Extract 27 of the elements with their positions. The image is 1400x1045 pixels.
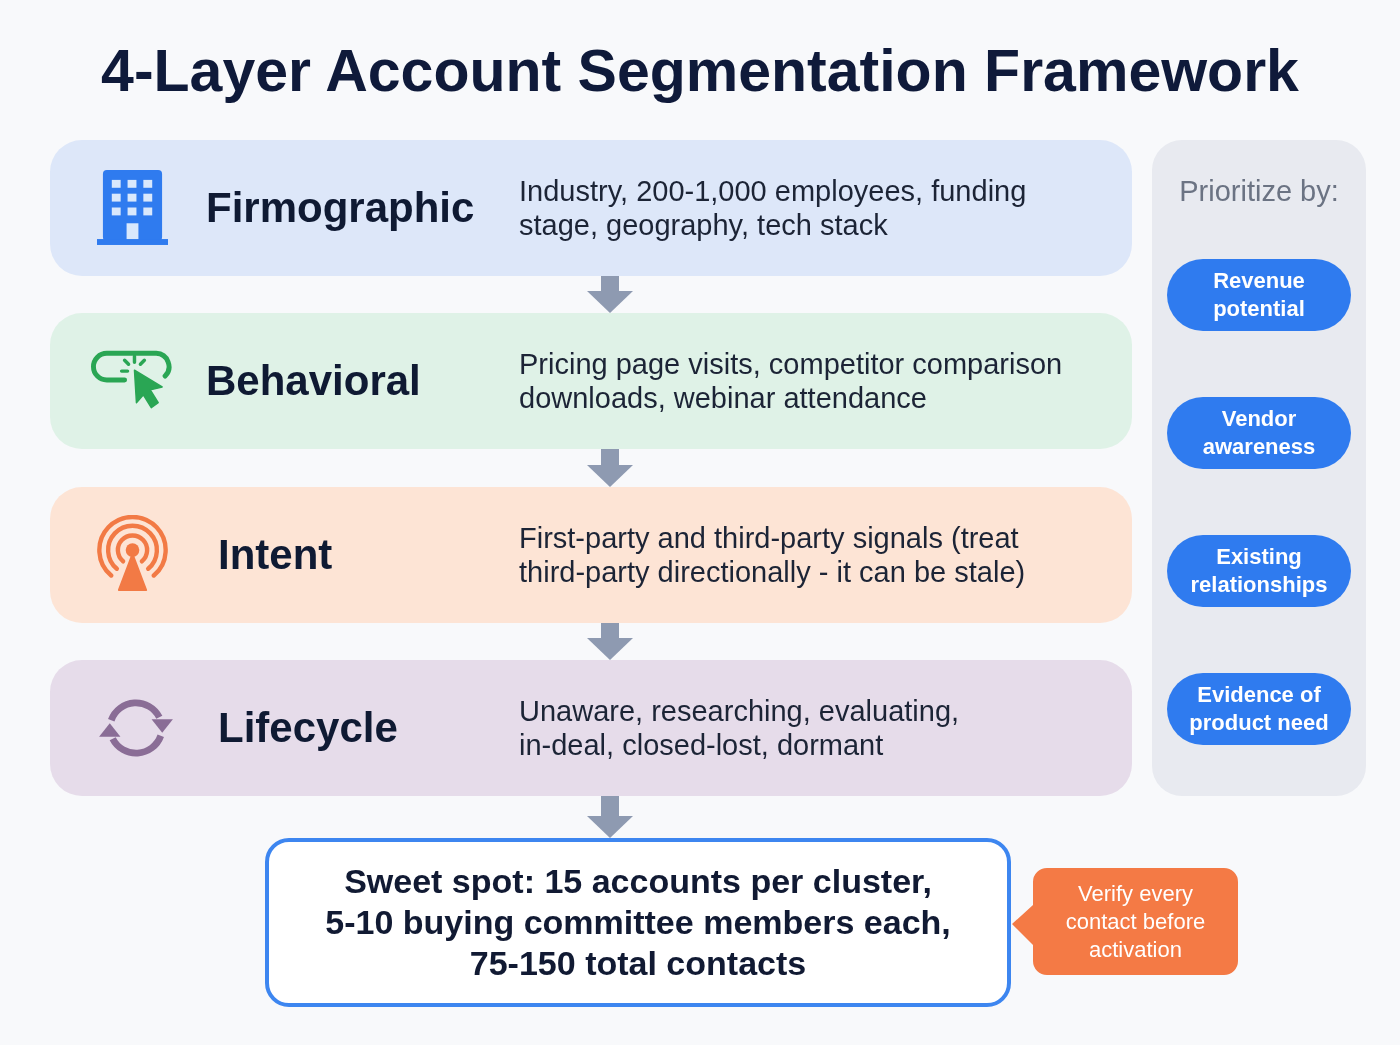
layer-title: Behavioral [206, 356, 421, 406]
layer-description: Unaware, researching, evaluating, in-deal, closed-lost, dormant [519, 694, 961, 762]
priority-label: Revenue potential [1212, 267, 1306, 323]
flow-arrow [587, 276, 633, 313]
layer-description: Industry, 200-1,000 employees, funding stage, geography, tech stack [519, 174, 1028, 242]
flow-arrow [587, 623, 633, 660]
side-panel [1152, 140, 1366, 796]
layer-band [50, 660, 1132, 796]
layer-band [50, 140, 1132, 276]
flow-arrow [587, 796, 633, 838]
layer-description: Pricing page visits, competitor comparison downloads, webinar attendance [519, 347, 1064, 415]
diagram-title: 4-Layer Account Segmentation Framework [101, 37, 1299, 106]
layer-title: Lifecycle [218, 703, 398, 753]
summary-text: Sweet spot: 15 accounts per cluster, 5-10 buying committee members each, 75-150 total contacts [324, 861, 952, 984]
flow-arrow [587, 449, 633, 487]
layer-title: Firmographic [206, 183, 475, 233]
priority-label: Evidence of product need [1188, 681, 1330, 737]
layer-band [50, 313, 1132, 449]
layer-band [50, 487, 1132, 623]
callout-bubble [1012, 868, 1238, 975]
priority-label: Existing relationships [1189, 543, 1329, 599]
callout-text: Verify every contact before activation [1064, 879, 1207, 964]
panel-heading: Prioritize by: [1179, 174, 1339, 208]
layer-title: Intent [218, 530, 333, 580]
layer-description: First-party and third-party signals (treat third-party directionally - it can be stale) [519, 521, 1027, 589]
summary-box [265, 838, 1011, 1007]
priority-label: Vendor awareness [1201, 405, 1317, 461]
